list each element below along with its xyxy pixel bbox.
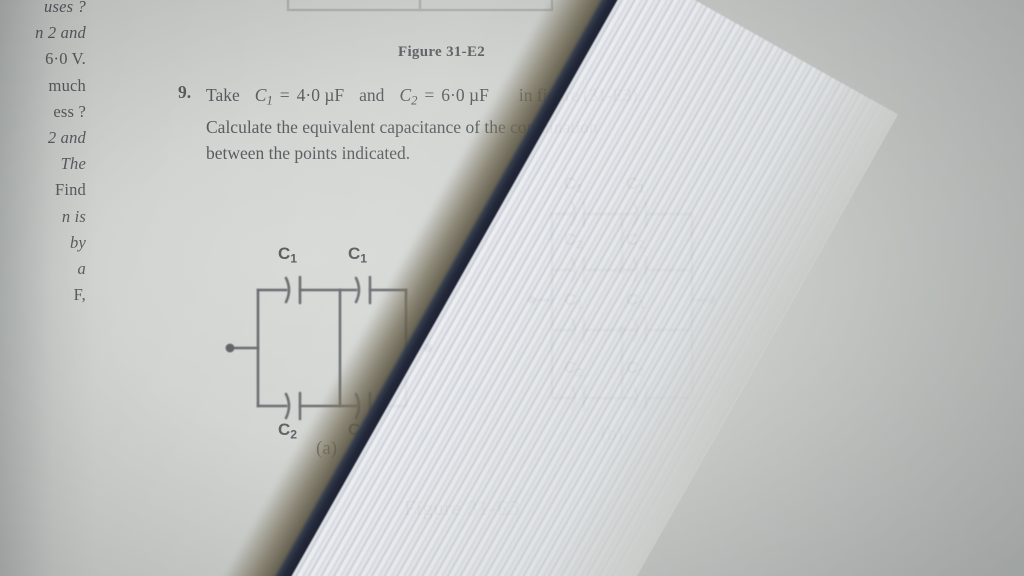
label-b-r2-left: C2 <box>564 230 583 252</box>
label-b-r3-left: C1 <box>564 290 583 312</box>
label-b-r3-right: C1 <box>626 290 645 312</box>
right-terminal-dot-a <box>423 343 433 353</box>
c2-value: 6·0 µF <box>441 85 489 105</box>
label-b-r4-right: C2 <box>626 358 645 380</box>
margin-line-6: The <box>60 154 86 174</box>
equals-1: = <box>279 85 290 105</box>
margin-line-9: by <box>70 232 86 252</box>
right-terminal-dot-b <box>707 295 717 305</box>
label-b-r2-right: C2 <box>626 230 645 252</box>
margin-line-0: uses ? <box>44 0 86 16</box>
margin-line-7: Find <box>54 180 86 200</box>
label-b-r4-right-text: C2 <box>626 358 646 380</box>
circuit-diagram-b: C1 C1 C2 C2 C1 C1 C2 C2 <box>527 170 718 435</box>
junction-dot-top-b <box>618 266 626 274</box>
label-a-c1-right: C1 <box>348 244 367 266</box>
margin-line-2: 6·0 V. <box>45 49 86 69</box>
label-b-r4-left: C2 <box>564 358 583 380</box>
figure-e2-caption: Figure 31-E2 <box>398 44 486 60</box>
capacitor-plates-a <box>284 275 372 421</box>
margin-line-3: much <box>48 75 86 95</box>
margin-line-12: F, <box>73 285 86 305</box>
label-b-r1-left: C1 <box>564 174 583 196</box>
equals-2: = <box>424 85 435 105</box>
margin-line-5: 2 and <box>47 128 86 148</box>
label-b-r3-left-text: C1 <box>564 290 584 312</box>
left-margin-text-column: uses ? n 2 and 6·0 V. much ess ? 2 and T… <box>0 0 86 308</box>
label-b-r2-right-text: C2 <box>626 230 646 252</box>
label-b-r1-right: C1 <box>626 174 645 196</box>
and-word: and <box>359 85 385 105</box>
label-a-c1-right-text: C1 <box>348 244 368 266</box>
margin-line-11: a <box>77 259 86 279</box>
label-b-r1-right-text: C1 <box>626 174 646 196</box>
label-b-r4-left-text: C2 <box>564 358 584 380</box>
label-a-c2-left: C2 <box>278 420 297 442</box>
c2-subscript: 2 <box>411 93 418 108</box>
circuit-b-sublabel: (b) <box>601 424 624 445</box>
margin-line-4: ess ? <box>53 101 86 121</box>
c1-symbol: C <box>254 85 267 105</box>
c1-subscript: 1 <box>266 93 273 108</box>
margin-line-1: n 2 and <box>35 23 86 43</box>
label-a-c2-left-text: C2 <box>278 420 298 442</box>
label-a-c1-left-text: C1 <box>278 244 298 266</box>
label-b-r1-left-text: C1 <box>564 174 584 196</box>
problem-line-2: Calculate the equivalent capacitance of … <box>206 116 598 137</box>
margin-line-8: n is <box>61 206 86 226</box>
problem-line-3: between the points indicated. <box>206 142 411 163</box>
circuit-a-sublabel: (a) <box>316 438 338 459</box>
junction-dot-bottom-b <box>618 326 626 334</box>
problem-number: 9. <box>178 82 192 102</box>
label-b-r2-left-text: C2 <box>564 230 584 252</box>
label-a-c2-right-text: C2 <box>348 420 368 442</box>
left-terminal-dot-a <box>225 343 235 353</box>
take-word: Take <box>206 85 240 105</box>
label-a-c2-right: C2 <box>348 420 367 442</box>
c1-value: 4·0 µF <box>296 85 345 105</box>
figure-e3-caption: Figure 31-E3 <box>404 496 521 520</box>
circuit-a-svg <box>225 275 433 421</box>
label-b-r3-right-text: C1 <box>626 290 646 312</box>
label-a-c1-left: C1 <box>278 244 297 266</box>
c2-symbol: C <box>399 85 412 105</box>
in-figure-ref: in figure (31-E3). <box>518 85 642 105</box>
left-terminal-dot-b <box>527 295 537 305</box>
circuit-b-svg <box>527 200 717 412</box>
circuit-diagram-a: C1 C1 C2 C2 <box>222 244 442 442</box>
